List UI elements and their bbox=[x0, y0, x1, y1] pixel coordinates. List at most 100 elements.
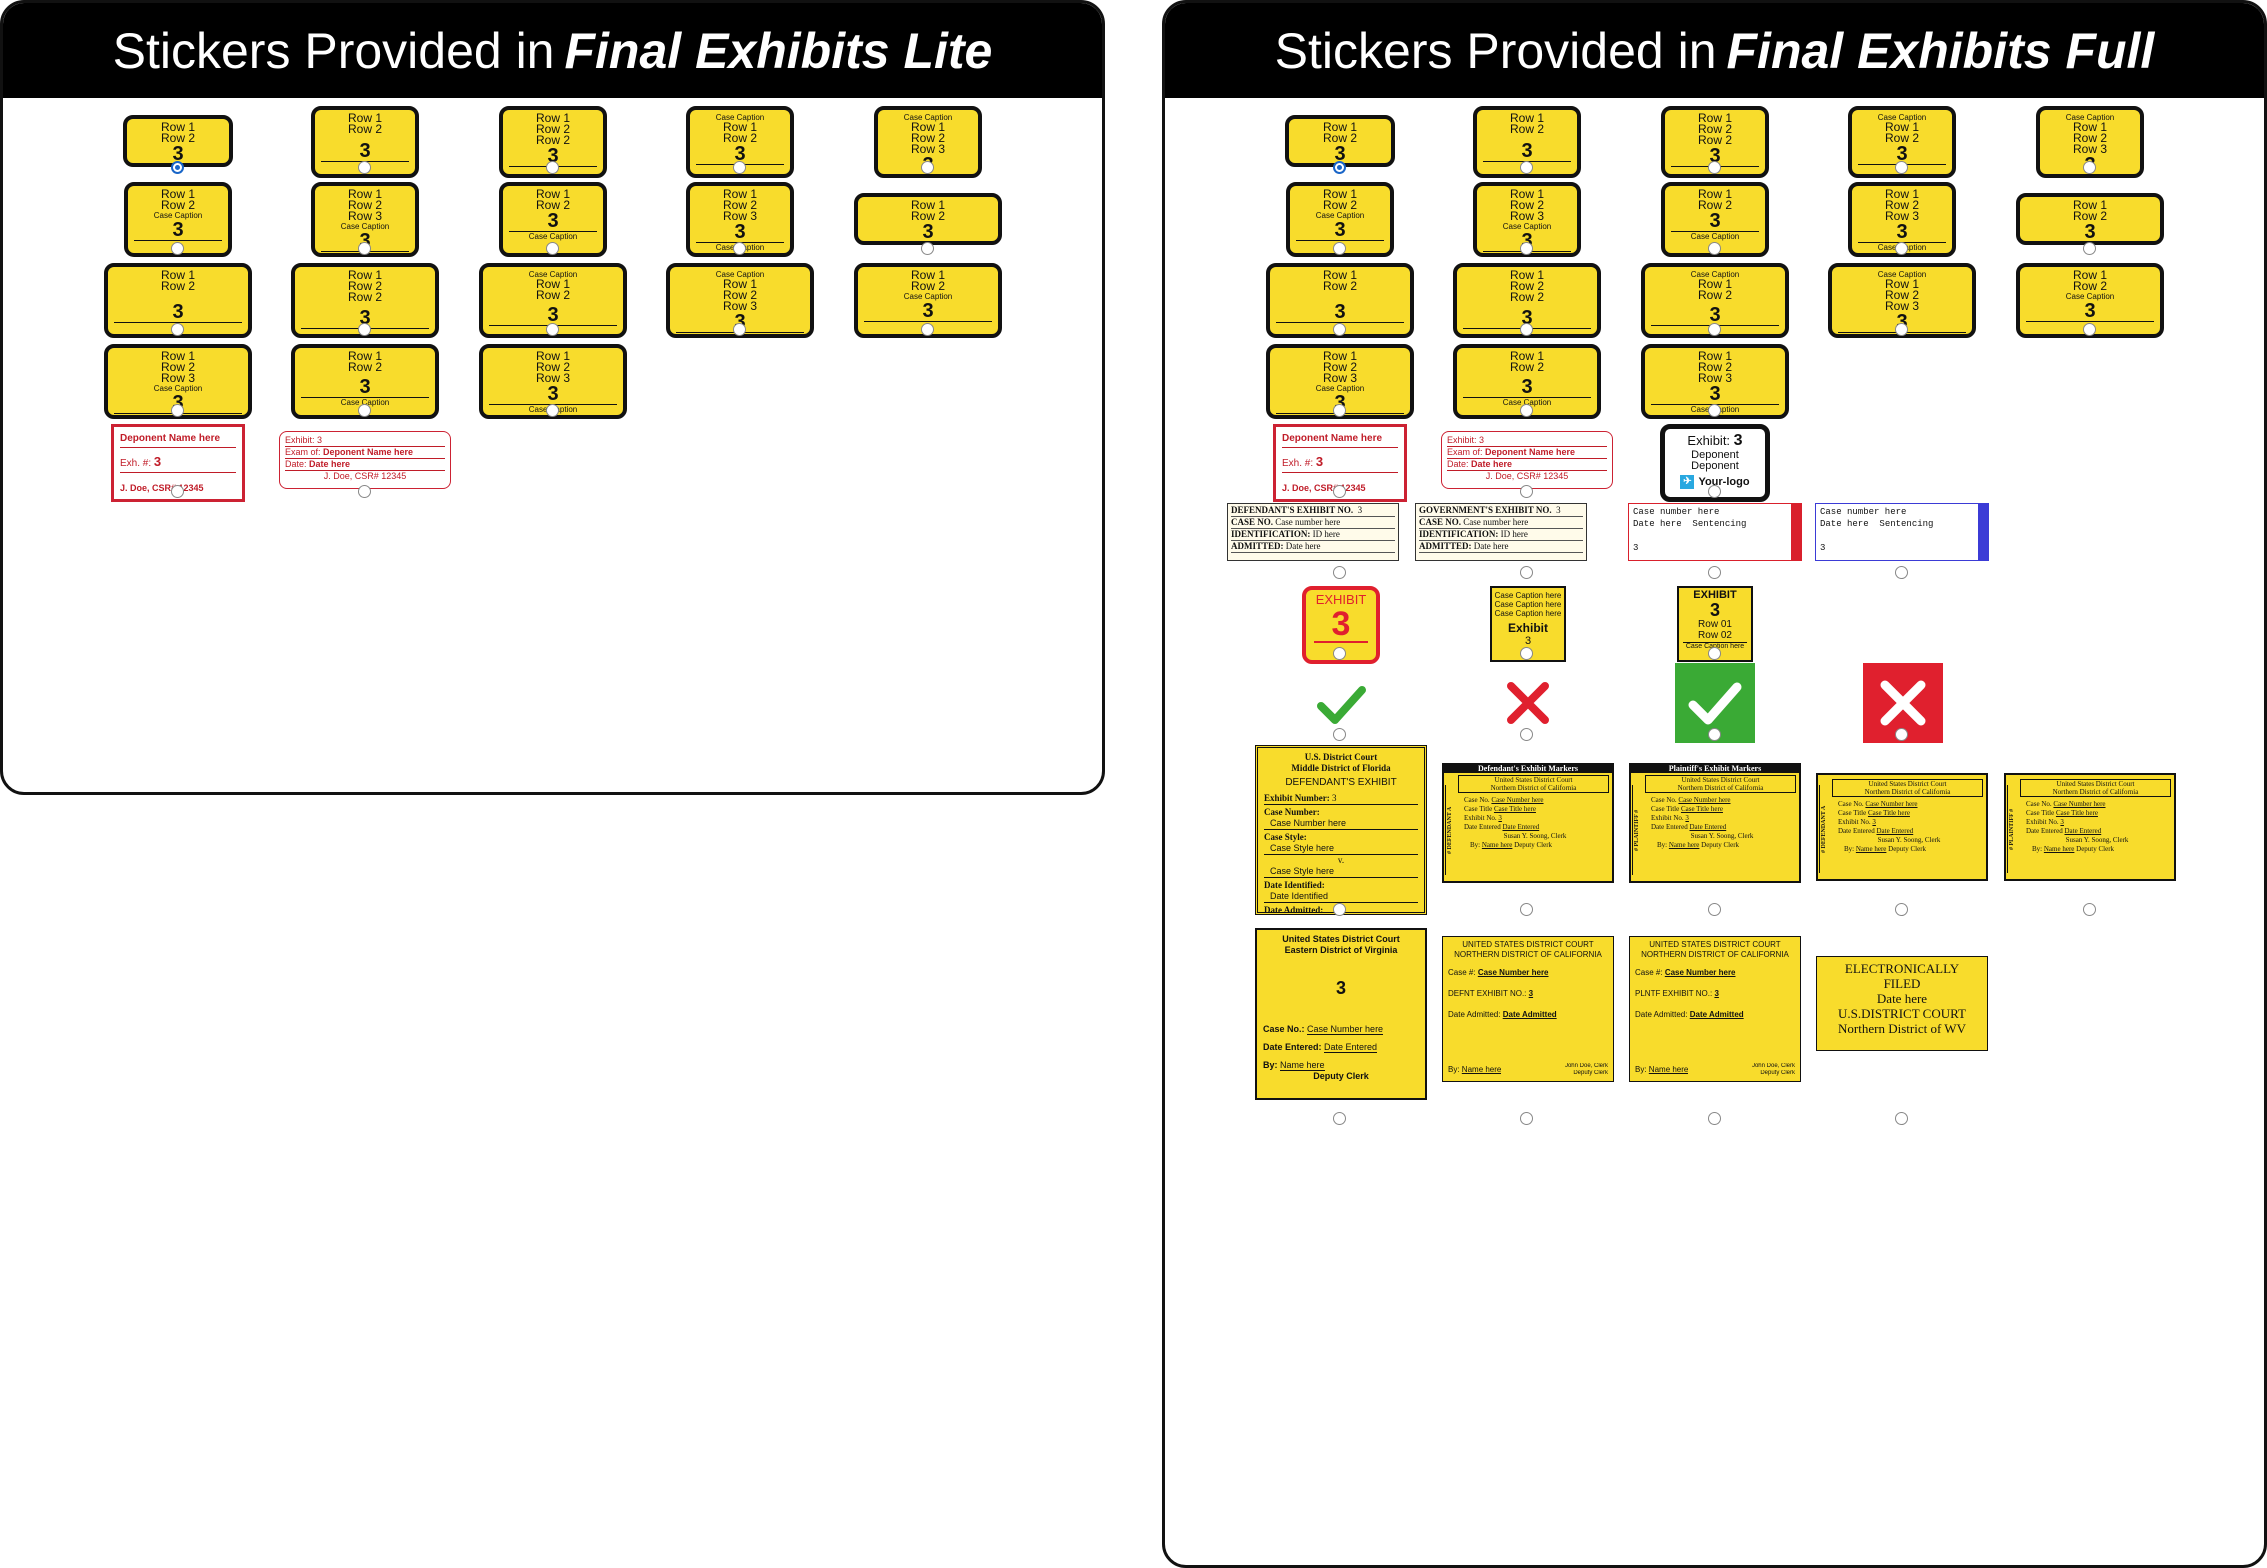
sticker-select-radio[interactable] bbox=[1520, 161, 1533, 174]
sticker-select-radio[interactable] bbox=[1520, 242, 1533, 255]
sticker-select-radio[interactable] bbox=[1333, 485, 1346, 498]
sticker-select-radio[interactable] bbox=[921, 161, 934, 174]
sticker-select-radio[interactable] bbox=[1520, 404, 1533, 417]
sticker-select-radio[interactable] bbox=[171, 161, 184, 174]
sticker-select-radio[interactable] bbox=[1708, 242, 1721, 255]
sticker-select-radio[interactable] bbox=[1708, 647, 1721, 660]
virginia-exhibit-form[interactable]: United States District Court Eastern Dis… bbox=[1255, 928, 1427, 1100]
deponent-sticker[interactable]: Deponent Name here Exh. #: 3 J. Doe, CSR… bbox=[111, 424, 245, 502]
sticker-select-radio[interactable] bbox=[1333, 323, 1346, 336]
sticker-select-radio[interactable] bbox=[1333, 566, 1346, 579]
sent-number: 3 bbox=[1820, 543, 1826, 553]
exhibit-marker[interactable]: # DEFENDANT A United States District Cou… bbox=[1816, 773, 1988, 881]
exhibit-marker[interactable]: Defendant's Exhibit Markers # DEFENDANT … bbox=[1442, 763, 1614, 883]
sticker-select-radio[interactable] bbox=[733, 242, 746, 255]
sticker-select-radio[interactable] bbox=[1895, 728, 1908, 741]
sticker-select-radio[interactable] bbox=[1333, 903, 1346, 916]
sticker-select-radio[interactable] bbox=[1708, 323, 1721, 336]
sticker-select-radio[interactable] bbox=[546, 242, 559, 255]
marker-title: Plaintiff's Exhibit Markers bbox=[1631, 765, 1799, 773]
sticker-select-radio[interactable] bbox=[1895, 242, 1908, 255]
sticker-text: Case Caption bbox=[528, 270, 578, 279]
sticker-select-radio[interactable] bbox=[171, 404, 184, 417]
sticker-select-radio[interactable] bbox=[1333, 728, 1346, 741]
sticker-select-radio[interactable] bbox=[921, 323, 934, 336]
sticker-select-radio[interactable] bbox=[1708, 161, 1721, 174]
florida-exhibit-form[interactable]: U.S. District Court Middle District of F… bbox=[1255, 745, 1427, 915]
exhibit-marker[interactable]: Plaintiff's Exhibit Markers # PLAINTIFF … bbox=[1629, 763, 1801, 883]
sticker-select-radio[interactable] bbox=[358, 161, 371, 174]
sticker-select-radio[interactable] bbox=[2083, 323, 2096, 336]
sticker-select-radio[interactable] bbox=[1708, 485, 1721, 498]
sticker-text: Row 1 bbox=[1884, 120, 1919, 134]
sticker-select-radio[interactable] bbox=[1520, 647, 1533, 660]
exam-sticker[interactable]: Exhibit: 3 Exam of: Deponent Name here D… bbox=[1441, 431, 1613, 489]
sentencing-sticker[interactable]: Case number here Date here Sentencing 3 bbox=[1815, 503, 1989, 561]
sticker-select-radio[interactable] bbox=[1520, 485, 1533, 498]
sticker-select-radio[interactable] bbox=[2083, 903, 2096, 916]
sticker-select-radio[interactable] bbox=[1520, 903, 1533, 916]
sticker-select-radio[interactable] bbox=[1520, 728, 1533, 741]
marker-label: Case No. bbox=[2026, 800, 2052, 808]
sticker-select-radio[interactable] bbox=[358, 242, 371, 255]
sticker-select-radio[interactable] bbox=[171, 485, 184, 498]
sticker-select-radio[interactable] bbox=[358, 323, 371, 336]
ndca-exhibit-form[interactable]: UNITED STATES DISTRICT COURT NORTHERN DI… bbox=[1442, 936, 1614, 1082]
sticker-text: Row 3 bbox=[1884, 209, 1919, 223]
sticker-select-radio[interactable] bbox=[358, 485, 371, 498]
exhibit-marker[interactable]: # PLAINTIFF # United States District Cou… bbox=[2004, 773, 2176, 881]
sticker-select-radio[interactable] bbox=[171, 242, 184, 255]
sticker-text: Row 3 bbox=[2072, 142, 2107, 156]
sticker-select-radio[interactable] bbox=[1708, 903, 1721, 916]
sentencing-sticker[interactable]: Case number here Date here Sentencing 3 bbox=[1628, 503, 1802, 561]
red-cross-icon[interactable] bbox=[1505, 680, 1551, 726]
sticker-select-radio[interactable] bbox=[546, 161, 559, 174]
sticker-select-radio[interactable] bbox=[1708, 1112, 1721, 1125]
sticker-select-radio[interactable] bbox=[2083, 242, 2096, 255]
sticker-select-radio[interactable] bbox=[1520, 1112, 1533, 1125]
sticker-select-radio[interactable] bbox=[1520, 566, 1533, 579]
marker-value: Case Number here bbox=[1678, 796, 1731, 804]
sticker-select-radio[interactable] bbox=[921, 242, 934, 255]
green-check-icon[interactable] bbox=[1315, 678, 1367, 730]
sticker-select-radio[interactable] bbox=[733, 323, 746, 336]
sticker-select-radio[interactable] bbox=[733, 161, 746, 174]
sticker-select-radio[interactable] bbox=[1708, 728, 1721, 741]
legal-exhibit-form[interactable]: GOVERNMENT'S EXHIBIT NO. 3 CASE NO. Case… bbox=[1415, 503, 1587, 561]
sticker-select-radio[interactable] bbox=[1895, 566, 1908, 579]
wv-filed-stamp[interactable]: ELECTRONICALLY FILED Date here U.S.DISTR… bbox=[1816, 956, 1988, 1051]
ndca-clerk: John Doe, Clerk bbox=[1564, 1063, 1608, 1069]
sticker-text: Case Caption bbox=[2065, 113, 2115, 122]
sticker-select-radio[interactable] bbox=[1895, 323, 1908, 336]
sticker-select-radio[interactable] bbox=[1895, 161, 1908, 174]
sticker-select-radio[interactable] bbox=[546, 323, 559, 336]
sticker-select-radio[interactable] bbox=[1333, 242, 1346, 255]
sticker-select-radio[interactable] bbox=[1520, 323, 1533, 336]
sticker-select-radio[interactable] bbox=[546, 404, 559, 417]
sticker-select-radio[interactable] bbox=[2083, 161, 2096, 174]
exam-sticker[interactable]: Exhibit: 3 Exam of: Deponent Name here D… bbox=[279, 431, 451, 489]
caption-exhibit-sticker[interactable]: Case Caption here Case Caption here Case… bbox=[1490, 586, 1566, 662]
sticker-select-radio[interactable] bbox=[1333, 647, 1346, 660]
sticker-select-radio[interactable] bbox=[171, 323, 184, 336]
sticker-select-radio[interactable] bbox=[1708, 404, 1721, 417]
ndca-exhibit-form[interactable]: UNITED STATES DISTRICT COURT NORTHERN DI… bbox=[1629, 936, 1801, 1082]
sticker-select-radio[interactable] bbox=[1333, 161, 1346, 174]
sticker-select-radio[interactable] bbox=[1895, 1112, 1908, 1125]
sticker-select-radio[interactable] bbox=[1708, 566, 1721, 579]
legal-exhibit-form[interactable]: DEFENDANT'S EXHIBIT NO. 3 CASE NO. Case … bbox=[1227, 503, 1399, 561]
sticker-select-radio[interactable] bbox=[1333, 404, 1346, 417]
sticker-select-radio[interactable] bbox=[1895, 903, 1908, 916]
sticker-select-radio[interactable] bbox=[358, 404, 371, 417]
sticker-select-radio[interactable] bbox=[1333, 1112, 1346, 1125]
